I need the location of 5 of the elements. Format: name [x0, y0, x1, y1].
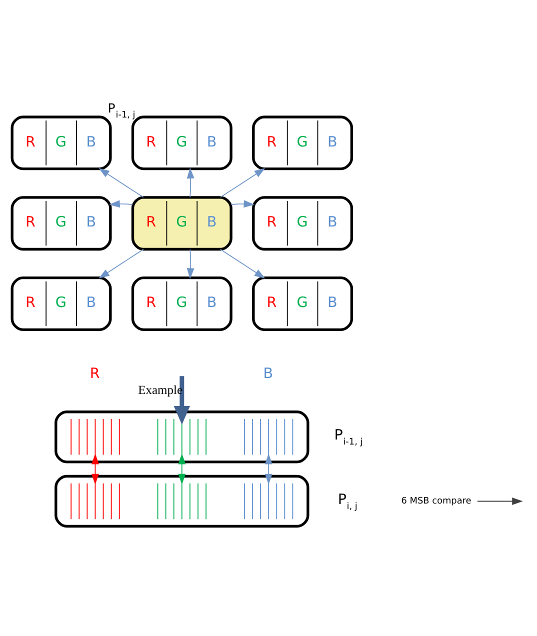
- node-text: 6 MSB compare: [401, 496, 472, 506]
- label: B: [263, 365, 274, 382]
- label: R: [90, 365, 100, 382]
- node-label: P$_{i-1, j}$: [334, 426, 363, 447]
- node-label: P$_{i, j}$: [338, 491, 358, 512]
